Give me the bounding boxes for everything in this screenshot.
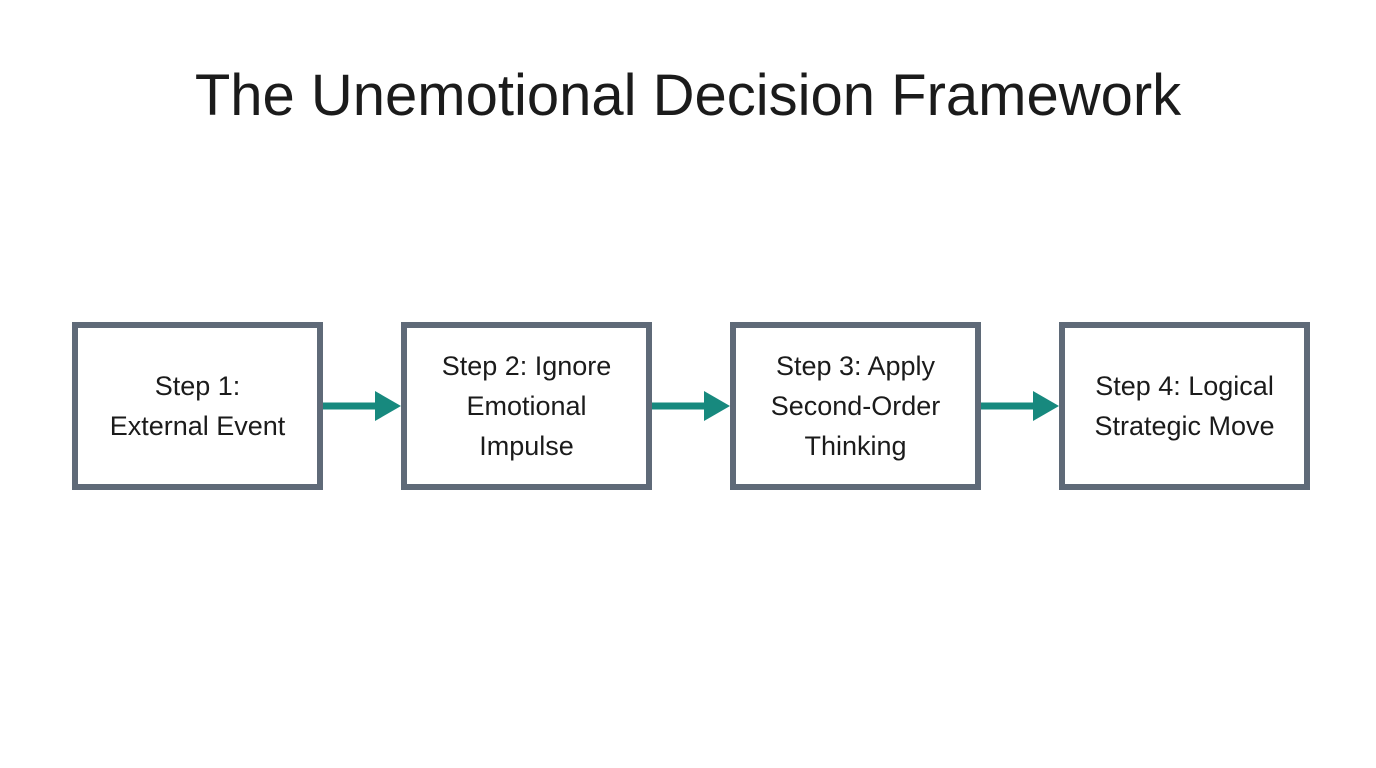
page-title: The Unemotional Decision Framework (194, 63, 1182, 128)
step-box-1: Step 1: External Event (72, 322, 323, 490)
step-1-label-line: Step 1: (154, 371, 241, 401)
step-box-2: Step 2: Ignore Emotional Impulse (401, 322, 652, 490)
step-1-label-line: External Event (109, 411, 286, 441)
step-3-label-line: Second-Order (770, 391, 941, 421)
step-2-label-line: Impulse (479, 431, 574, 461)
step-box-3: Step 3: Apply Second-Order Thinking (730, 322, 981, 490)
step-3-label-line: Step 3: Apply (775, 351, 936, 381)
right-arrow-icon (323, 384, 401, 428)
step-3-label-line: Thinking (804, 431, 907, 461)
step-4-label-line: Strategic Move (1094, 411, 1275, 441)
step-box-4: Step 4: Logical Strategic Move (1059, 322, 1310, 490)
flow-diagram: Step 1: External Event Step 2: Ignore Em… (72, 322, 1310, 490)
step-4-label-line: Step 4: Logical (1095, 371, 1274, 401)
right-arrow-icon (981, 384, 1059, 428)
step-2-label-line: Step 2: Ignore (441, 351, 612, 381)
step-2-label-line: Emotional (466, 391, 587, 421)
right-arrow-icon (652, 384, 730, 428)
